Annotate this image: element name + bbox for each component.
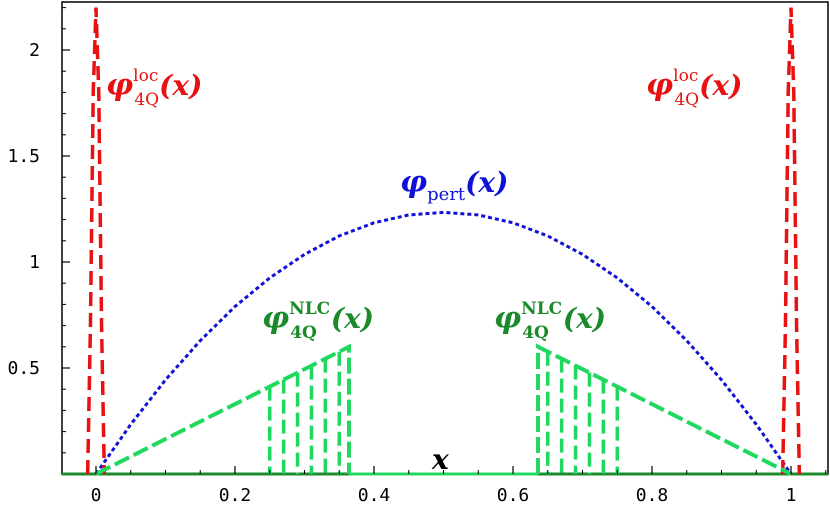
series-loc-spike-left bbox=[85, 7, 107, 475]
x-tick-label-3: 0.6 bbox=[497, 485, 530, 506]
x-tick-label-0: 0 bbox=[91, 485, 102, 506]
x-axis-inline-label: x bbox=[431, 443, 449, 476]
label-pert: φpert(x) bbox=[400, 165, 508, 205]
x-tick-label-4: 0.8 bbox=[636, 485, 669, 506]
y-tick-label-1: 1 bbox=[29, 252, 40, 273]
series-nlc-right bbox=[536, 343, 792, 476]
y-tick-label-2: 1.5 bbox=[7, 146, 40, 167]
x-tick-label-1: 0.2 bbox=[219, 485, 252, 506]
y-tick-label-0: 0.5 bbox=[7, 358, 40, 379]
series-pert-line bbox=[94, 210, 793, 475]
series-nlc-left bbox=[95, 343, 351, 476]
ticks-layer: 0 0.2 0.4 0.6 0.8 1 0.5 1 1.5 2 bbox=[7, 7, 827, 506]
series-loc-spike-right bbox=[780, 7, 802, 475]
y-tick-label-3: 2 bbox=[29, 40, 40, 61]
x-tick-label-5: 1 bbox=[786, 485, 797, 506]
series-layer bbox=[62, 7, 828, 476]
x-tick-label-2: 0.4 bbox=[358, 485, 391, 506]
